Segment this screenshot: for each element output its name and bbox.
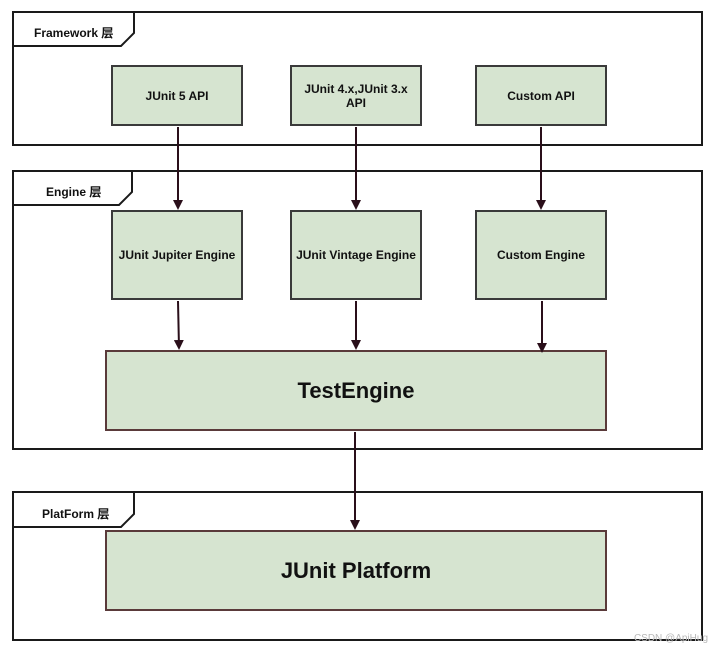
watermark: CSDN @ApiHug xyxy=(633,633,708,644)
framework-layer-tab xyxy=(14,13,135,47)
test-engine-node: TestEngine xyxy=(105,350,607,431)
engine-layer-tab xyxy=(14,172,133,206)
platform-layer-label: PlatForm 层 xyxy=(42,507,110,521)
platform-layer-tab xyxy=(14,493,135,528)
custom-engine-node: Custom Engine xyxy=(475,210,607,300)
framework-layer-label: Framework 层 xyxy=(34,26,114,40)
custom-api-node: Custom API xyxy=(475,65,607,126)
jupiter-engine-node: JUnit Jupiter Engine xyxy=(111,210,243,300)
arrow-jupiter-to-testengine xyxy=(173,300,184,350)
junit4-api-node: JUnit 4.x,JUnit 3.x API xyxy=(290,65,422,126)
junit-platform-node: JUnit Platform xyxy=(105,530,607,611)
junit5-api-node: JUnit 5 API xyxy=(111,65,243,126)
engine-layer-label: Engine 层 xyxy=(46,185,102,199)
vintage-engine-node: JUnit Vintage Engine xyxy=(290,210,422,300)
